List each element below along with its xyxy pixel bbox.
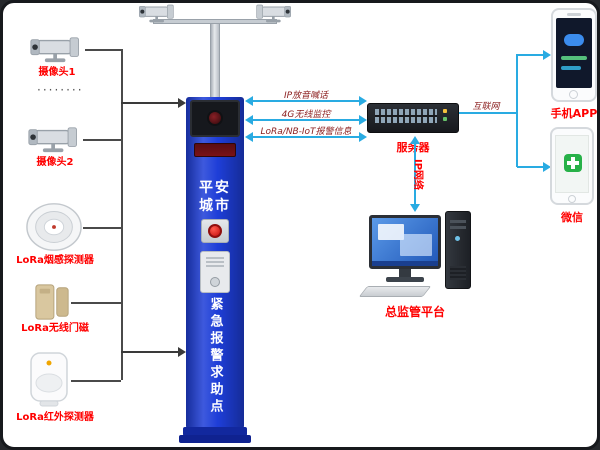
pole-camera-right-icon xyxy=(256,4,291,23)
door-magnet-icon xyxy=(35,284,69,320)
platform-label: 总监管平台 xyxy=(384,305,445,319)
app-ui-bar xyxy=(561,56,587,60)
link-internet-line xyxy=(459,112,516,114)
mobile-app-label: 手机APP xyxy=(550,107,598,120)
camera-pole xyxy=(210,23,220,99)
wechat-label: 微信 xyxy=(561,211,583,224)
phone-screen xyxy=(556,18,592,88)
kiosk-base-upper xyxy=(183,427,247,436)
app-cloud-icon xyxy=(564,34,584,46)
tower-drive-slot xyxy=(450,226,466,229)
more-cameras-ellipsis: ········ xyxy=(37,83,84,97)
link-4g-video-label: 4G无线监控 xyxy=(281,110,331,120)
cctv-camera-icon xyxy=(28,127,77,153)
to-wechat-arrow xyxy=(517,162,551,172)
screen-window xyxy=(400,234,432,256)
phone-screen xyxy=(555,135,589,193)
infrared-detector-label: LoRa红外探测器 xyxy=(16,412,94,423)
camera-1-label: 摄像头1 xyxy=(38,67,76,78)
health-plus-icon xyxy=(564,154,582,172)
kiosk-base-lower xyxy=(179,435,251,443)
device-bus-line xyxy=(121,49,123,380)
switch-status-light-icon xyxy=(443,109,447,113)
tower-power-button-icon[interactable] xyxy=(455,236,460,241)
pole-camera-left-icon xyxy=(139,4,174,23)
kiosk-led-display xyxy=(194,143,236,157)
monitor-stand xyxy=(399,269,411,278)
phone-earpiece-icon xyxy=(567,13,581,16)
camera-2-label: 摄像头2 xyxy=(36,157,74,168)
to-app-arrow xyxy=(517,50,551,60)
wechat-icon xyxy=(550,127,594,205)
link-ip-network-label: IP网络 xyxy=(412,159,423,191)
cctv-camera-icon xyxy=(30,37,79,63)
link-lora-alarm-arrow xyxy=(245,132,367,142)
bus-to-kiosk-arrow-bottom xyxy=(121,347,186,357)
link-ip-network-arrow xyxy=(410,136,420,212)
infrared-wire xyxy=(71,380,121,382)
kiosk-camera-lens-icon xyxy=(207,110,223,126)
desktop-monitor-icon xyxy=(369,215,441,269)
tower-drive-slot xyxy=(450,220,466,223)
smoke-wire xyxy=(83,227,121,229)
camera-2-wire xyxy=(83,139,121,141)
switch-status-light-icon xyxy=(443,117,447,121)
phones-branch-line xyxy=(516,54,518,167)
switch-ports xyxy=(375,109,437,123)
smoke-detector-icon xyxy=(26,203,82,251)
screen-taskbar xyxy=(372,261,438,266)
link-ip-audio-label: IP放音喊话 xyxy=(283,91,329,101)
link-lora-alarm-label: LoRa/NB-IoT报警信息 xyxy=(260,127,352,137)
mobile-app-icon xyxy=(551,8,597,102)
link-internet-label: 互联网 xyxy=(472,102,500,112)
kiosk-banner-text: 平安城市 xyxy=(199,180,231,215)
intercom-call-button-icon[interactable] xyxy=(210,277,220,287)
screen-window xyxy=(378,224,404,240)
intercom-speaker-grille-icon xyxy=(206,257,224,267)
keyboard-icon xyxy=(358,286,432,297)
link-4g-video-arrow xyxy=(245,115,367,125)
camera-1-wire xyxy=(85,49,121,51)
bus-to-kiosk-arrow-top xyxy=(121,98,186,108)
monitor-base xyxy=(386,277,424,282)
phone-home-button-icon[interactable] xyxy=(568,195,576,203)
link-ip-audio-arrow xyxy=(245,96,367,106)
server-label: 服务器 xyxy=(396,141,430,154)
door-wire xyxy=(71,302,121,304)
phone-home-button-icon[interactable] xyxy=(569,90,578,99)
app-ui-bar xyxy=(561,66,581,70)
plus-horizontal xyxy=(567,161,579,165)
door-magnet-label: LoRa无线门磁 xyxy=(21,323,89,334)
smoke-detector-label: LoRa烟感探测器 xyxy=(16,255,94,266)
pc-tower-icon xyxy=(445,211,471,289)
emergency-button-icon[interactable] xyxy=(208,224,222,238)
kiosk-vertical-text: 紧急报警求助点 xyxy=(207,297,223,416)
infrared-detector-icon xyxy=(30,352,68,407)
tower-vents xyxy=(450,266,466,280)
